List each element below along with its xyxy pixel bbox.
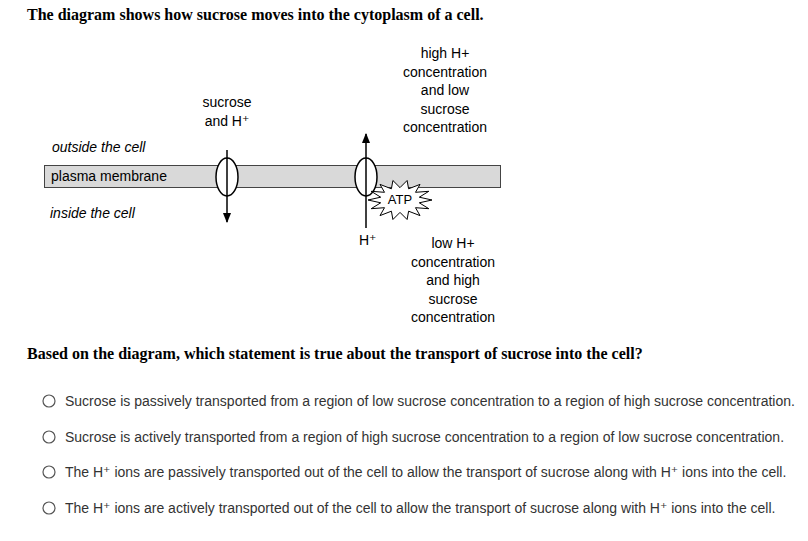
ion-label: H⁺ (359, 231, 377, 250)
answer-option: The H⁺ ions are passively transported ou… (65, 463, 786, 482)
atp-burst: ATP (368, 180, 432, 220)
inward-arrow (226, 150, 228, 222)
region-label: low H+ concentration and high sucrose co… (405, 234, 501, 327)
side-label: inside the cell (50, 204, 135, 223)
side-label: outside the cell (52, 138, 145, 157)
starburst-outline (368, 181, 432, 220)
atp-label: ATP (368, 180, 432, 220)
outward-arrow (365, 134, 367, 228)
solute-label: sucrose and H⁺ (192, 93, 262, 130)
title-text: The diagram shows how sucrose moves into… (27, 6, 484, 25)
answer-option: Sucrose is actively transported from a r… (65, 428, 784, 447)
region-label: high H+ concentration and low sucrose co… (397, 44, 493, 137)
answer-option: The H⁺ ions are actively transported out… (65, 499, 775, 518)
membrane-label: plasma membrane (44, 168, 167, 184)
answer-option: Sucrose is passively transported from a … (65, 392, 795, 411)
question-text: Based on the diagram, which statement is… (27, 345, 643, 364)
membrane-band: plasma membrane (44, 165, 501, 188)
membrane-fill (45, 166, 501, 188)
